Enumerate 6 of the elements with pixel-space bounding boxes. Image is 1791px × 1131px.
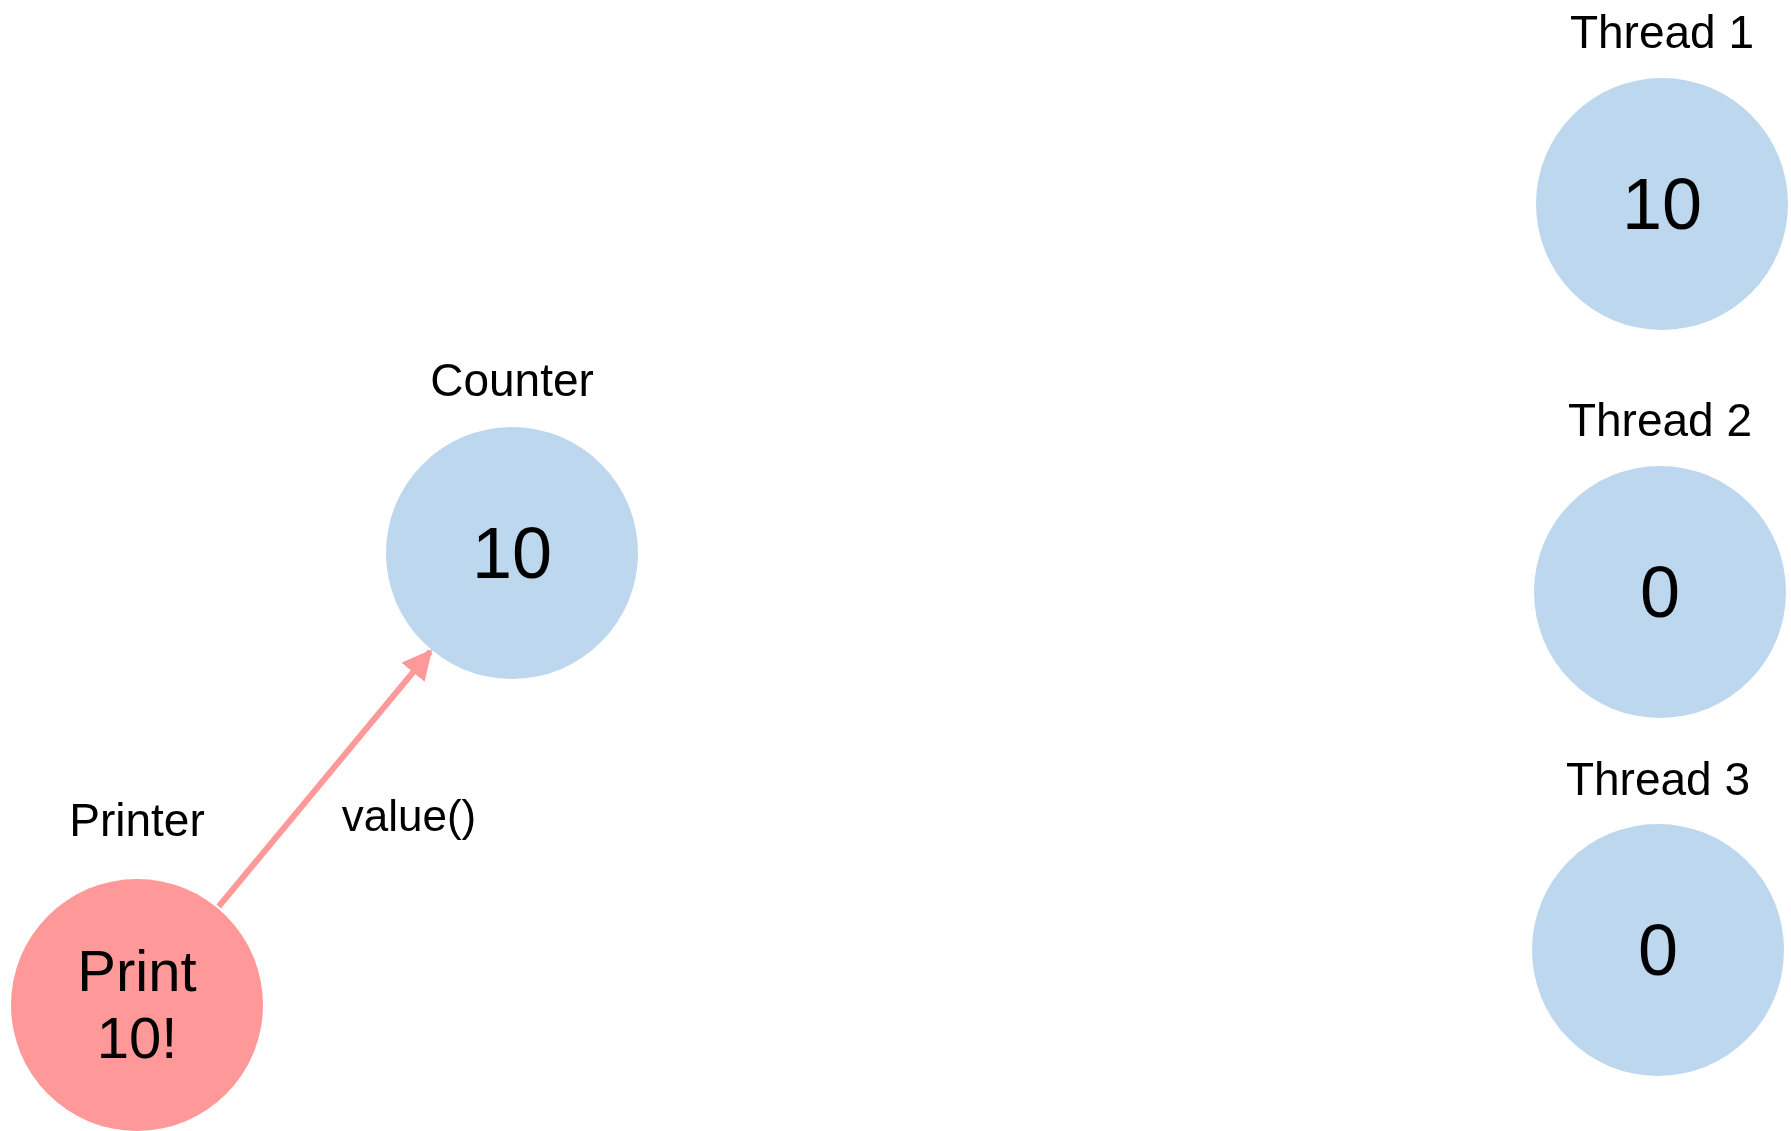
arrow <box>216 649 433 909</box>
node-heading: Thread 3 <box>1564 752 1752 807</box>
node-heading: Thread 2 <box>1566 393 1754 448</box>
node-heading: Thread 1 <box>1568 5 1756 60</box>
node-heading: Counter <box>429 353 595 408</box>
node-heading: Printer <box>68 793 206 848</box>
